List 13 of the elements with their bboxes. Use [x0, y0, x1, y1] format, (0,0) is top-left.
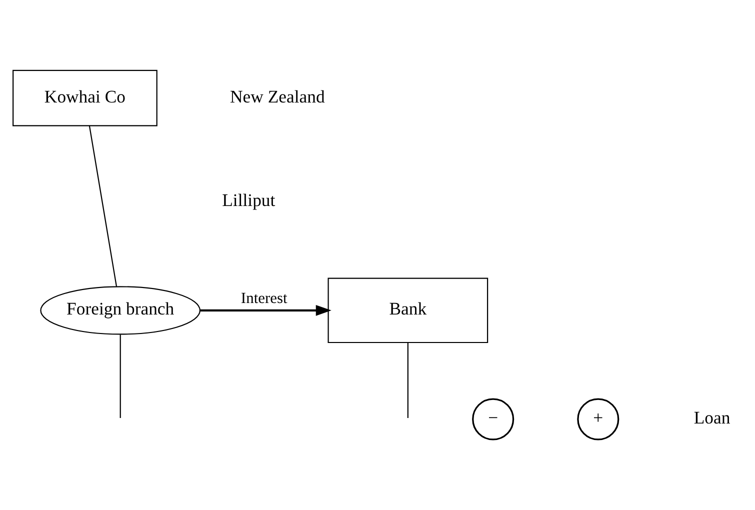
node-box: Bank [328, 278, 488, 344]
node-circle: − [472, 398, 514, 440]
arrow [200, 305, 332, 316]
node-ellipse: Foreign branch [40, 286, 201, 335]
node-circle: + [577, 398, 620, 440]
label: Lilliput [222, 190, 276, 210]
edge-label: Interest [240, 290, 288, 307]
connector [120, 334, 121, 418]
label: New Zealand [230, 86, 325, 106]
label: Loan [694, 407, 730, 428]
node-box: Kowhai Co [12, 70, 158, 126]
connector [407, 342, 408, 418]
connector [88, 126, 118, 287]
